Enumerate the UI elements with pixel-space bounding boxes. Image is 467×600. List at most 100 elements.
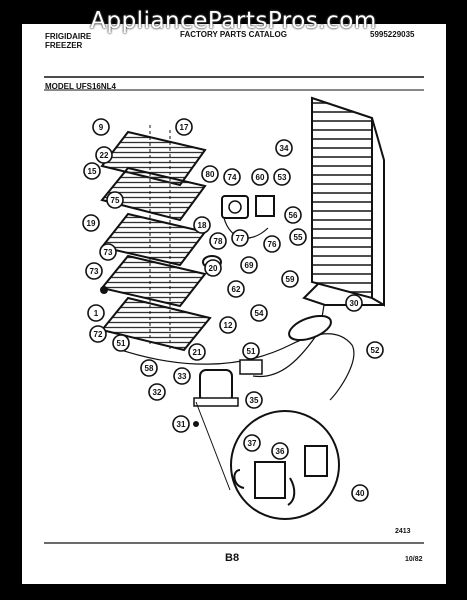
thermostat-assembly — [221, 195, 275, 239]
callout-circle — [275, 139, 293, 157]
callout-76: 76 — [263, 235, 281, 253]
callout-label: 15 — [88, 167, 97, 176]
callout-label: 77 — [236, 234, 245, 243]
callout-circle — [366, 341, 384, 359]
catalog-number: 5995229035 — [370, 30, 415, 39]
callout-label: 78 — [214, 237, 223, 246]
callout-label: 72 — [94, 330, 103, 339]
callout-15: 15 — [83, 162, 101, 180]
callout-62: 62 — [227, 280, 245, 298]
callout-label: 40 — [356, 489, 365, 498]
callout-22: 22 — [95, 146, 113, 164]
callout-label: 55 — [294, 233, 303, 242]
callout-label: 34 — [280, 144, 289, 153]
callout-40: 40 — [351, 484, 369, 502]
callout-circle — [250, 304, 268, 322]
callout-21: 21 — [188, 343, 206, 361]
callout-circle — [193, 216, 211, 234]
callout-label: 58 — [145, 364, 154, 373]
evaporator-coil — [302, 96, 385, 307]
callout-51: 51 — [242, 342, 260, 360]
callout-73: 73 — [85, 262, 103, 280]
callout-label: 60 — [256, 173, 265, 182]
callout-circle — [281, 270, 299, 288]
callout-circle — [231, 229, 249, 247]
callout-label: 69 — [245, 261, 254, 270]
callout-label: 37 — [248, 439, 257, 448]
callout-label: 17 — [180, 123, 189, 132]
callout-label: 36 — [276, 447, 285, 456]
callout-19: 19 — [82, 214, 100, 232]
callout-circle — [245, 391, 263, 409]
callout-30: 30 — [345, 294, 363, 312]
callout-label: 56 — [289, 211, 298, 220]
drawing-code: 2413 — [395, 528, 411, 535]
callout-label: 33 — [178, 372, 187, 381]
callout-circle — [271, 442, 289, 460]
watermark: AppliancePartsPros.com — [90, 8, 377, 34]
callout-circle — [83, 162, 101, 180]
callout-circle — [345, 294, 363, 312]
callout-77: 77 — [231, 229, 249, 247]
callout-69: 69 — [240, 256, 258, 274]
brand-line-1: FRIGIDAIRE — [45, 32, 92, 41]
callout-circle — [95, 146, 113, 164]
callout-label: 52 — [371, 346, 380, 355]
callout-label: 31 — [177, 420, 186, 429]
callout-circle — [204, 259, 222, 277]
callout-label: 53 — [278, 173, 287, 182]
callout-circle — [82, 214, 100, 232]
callout-75: 75 — [106, 191, 124, 209]
callout-20: 20 — [204, 259, 222, 277]
callout-9: 9 — [92, 118, 110, 136]
callout-17: 17 — [175, 118, 193, 136]
callout-circle — [85, 262, 103, 280]
callout-58: 58 — [140, 359, 158, 377]
callout-56: 56 — [284, 206, 302, 224]
callout-circle — [140, 359, 158, 377]
callout-label: 20 — [209, 264, 218, 273]
callout-label: 51 — [247, 347, 256, 356]
callout-label: 9 — [99, 123, 104, 132]
callout-label: 73 — [104, 248, 113, 257]
callout-circle — [242, 342, 260, 360]
callout-60: 60 — [251, 168, 269, 186]
door-stop — [100, 286, 108, 294]
shelf-4 — [100, 254, 207, 308]
callout-circle — [92, 118, 110, 136]
callout-1: 1 — [87, 304, 105, 322]
callout-circle — [289, 228, 307, 246]
callout-circle — [251, 168, 269, 186]
callout-circle — [89, 325, 107, 343]
brand-line-2: FREEZER — [45, 41, 83, 50]
page-code: B8 — [225, 552, 240, 564]
callout-12: 12 — [219, 316, 237, 334]
callout-33: 33 — [173, 367, 191, 385]
callout-circle — [263, 235, 281, 253]
callout-label: 18 — [198, 221, 207, 230]
callout-circle — [273, 168, 291, 186]
callout-label: 75 — [111, 196, 120, 205]
callout-circle — [284, 206, 302, 224]
callout-circle — [351, 484, 369, 502]
callout-53: 53 — [273, 168, 291, 186]
shelf-leader-lines — [149, 125, 171, 350]
callout-31: 31 — [172, 415, 190, 433]
callout-label: 32 — [153, 388, 162, 397]
callout-circle — [223, 168, 241, 186]
callout-35: 35 — [245, 391, 263, 409]
callout-circle — [87, 304, 105, 322]
callout-label: 51 — [117, 339, 126, 348]
callout-78: 78 — [209, 232, 227, 250]
callout-circle — [175, 118, 193, 136]
callout-18: 18 — [193, 216, 211, 234]
screw — [193, 421, 199, 427]
compressor — [193, 369, 239, 407]
callout-circle — [148, 383, 166, 401]
callout-circle — [173, 367, 191, 385]
callout-label: 62 — [232, 285, 241, 294]
callout-circle — [240, 256, 258, 274]
callout-80: 80 — [201, 165, 219, 183]
callout-label: 54 — [255, 309, 264, 318]
